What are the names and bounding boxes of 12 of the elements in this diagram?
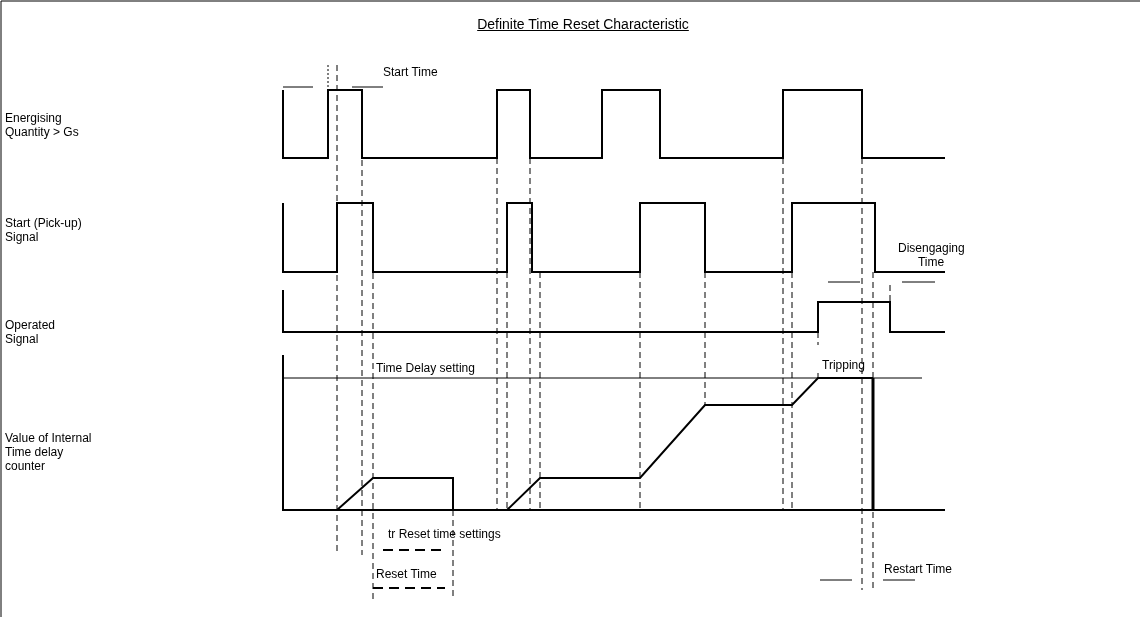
annotation-text: Start Time xyxy=(383,65,438,79)
signal-label: Energising Quantity > Gs xyxy=(5,111,80,139)
signal-label: Operated Signal xyxy=(5,318,57,346)
annotation-text: Restart Time xyxy=(884,562,952,576)
annotation-text: tr Reset time settings xyxy=(388,527,501,541)
annotation-text: Disengaging Time xyxy=(898,241,964,269)
annotation-text: Reset Time xyxy=(376,567,437,581)
annotation-text: Time Delay setting xyxy=(376,361,475,375)
signal-label: Value of Internal Time delay counter xyxy=(5,431,93,473)
diagram-title: Definite Time Reset Characteristic xyxy=(477,16,689,32)
signal-label: Start (Pick-up) Signal xyxy=(5,216,83,244)
annotation-text: Tripping xyxy=(822,358,865,372)
